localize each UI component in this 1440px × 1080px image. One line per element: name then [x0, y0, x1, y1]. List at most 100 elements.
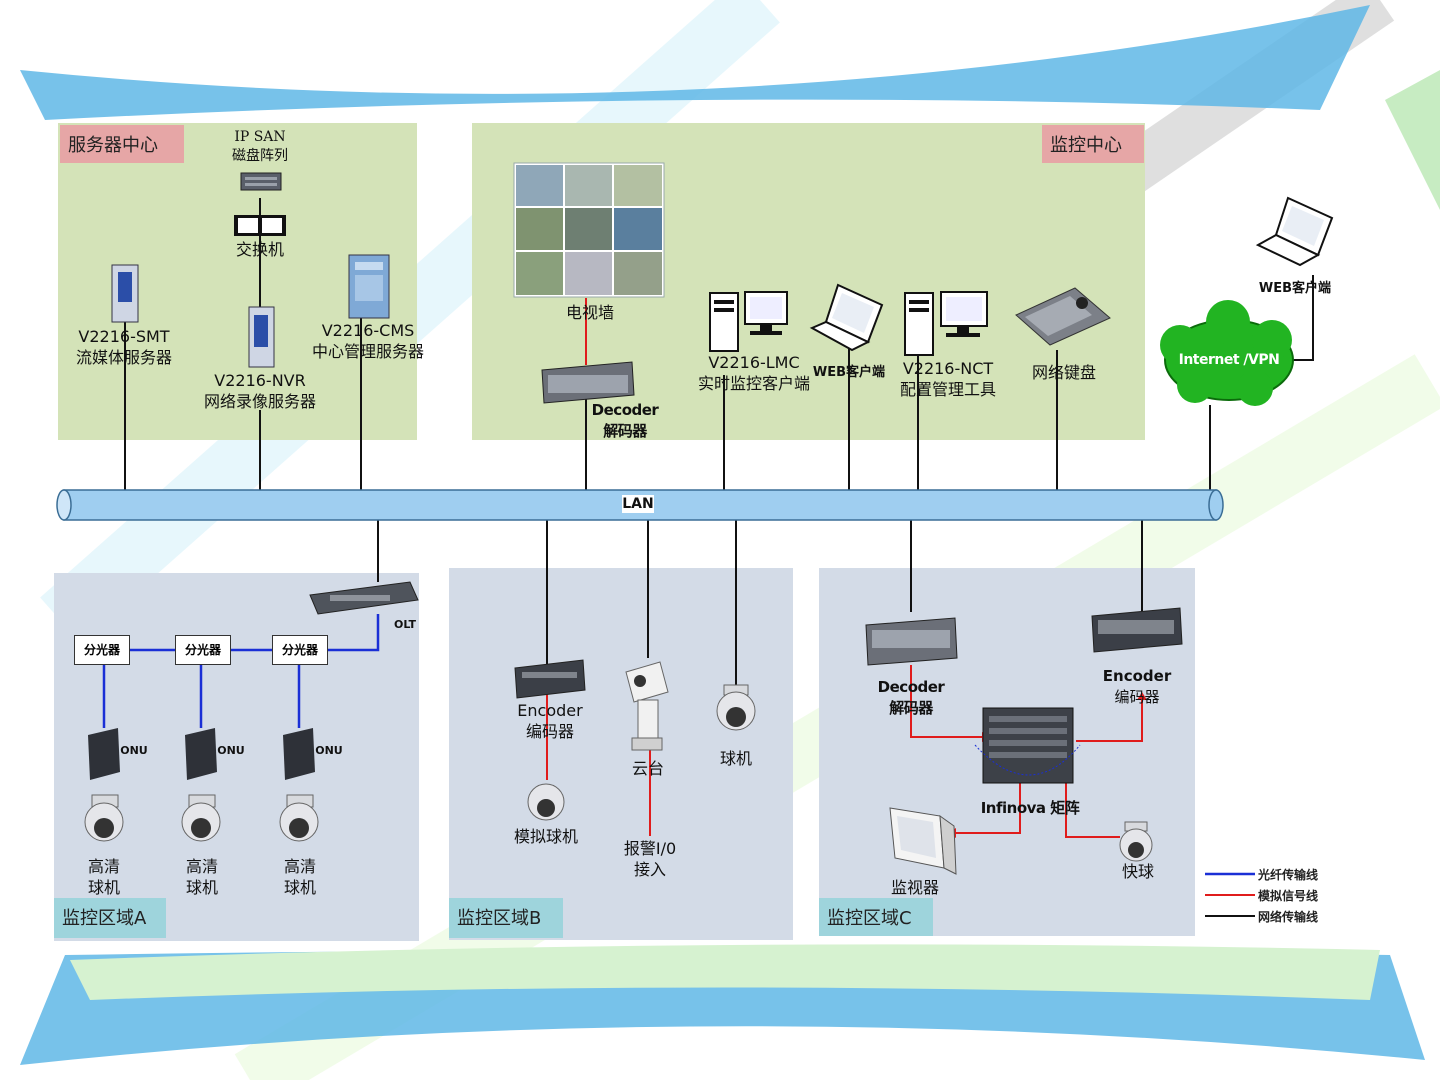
- ip-san-label-line1: IP SAN: [234, 129, 286, 145]
- ip-san-label-line2: 磁盘阵列: [232, 148, 288, 164]
- fiber-links: [102, 614, 1255, 876]
- nvr-model: V2216-NVR: [214, 371, 306, 390]
- hd-camera-label-3: 高清 球机: [270, 856, 330, 898]
- olt-label: OLT: [393, 618, 417, 631]
- nvr-desc: 网络录像服务器: [203, 392, 316, 411]
- area-a-title: 监控区域A: [54, 898, 166, 938]
- matrix-label: Infinova 矩阵: [980, 799, 1080, 817]
- area-b-title: 监控区域B: [449, 898, 563, 938]
- splitter-1: 分光器: [74, 635, 130, 665]
- switch-label: 交换机: [235, 240, 284, 259]
- area-c-title: 监控区域C: [819, 898, 933, 936]
- nct-label: V2216-NCT 配置管理工具: [890, 358, 1006, 400]
- alarm-io-line2: 接入: [633, 860, 666, 879]
- decoder-c-cn: 解码器: [889, 699, 933, 717]
- analog-dome-label: 模拟球机: [513, 827, 578, 846]
- onu-label-3: ONU: [315, 744, 343, 757]
- ip-san-icon: [240, 172, 282, 191]
- hd-camera-3-line1: 高清: [283, 857, 316, 876]
- onu-icon: [88, 728, 315, 780]
- decoder-label-cn: 解码器: [603, 422, 647, 440]
- encoder-c-label: Encoder 编码器: [1094, 666, 1180, 708]
- splitter-3: 分光器: [272, 635, 328, 665]
- nct-model: V2216-NCT: [902, 359, 994, 378]
- legend-analog: 模拟信号线: [1258, 889, 1319, 903]
- speed-dome-icon: [1119, 821, 1153, 862]
- lmc-label: V2216-LMC 实时监控客户端: [690, 352, 818, 394]
- dome-camera-b-icon: [716, 684, 756, 731]
- onu-label-1: ONU: [120, 744, 148, 757]
- ip-san-label: IP SAN 磁盘阵列: [215, 128, 305, 166]
- decoder-rack-icon: [541, 361, 635, 404]
- cms-model: V2216-CMS: [321, 321, 415, 340]
- switch-icon: [234, 215, 286, 236]
- frame-right: [1385, 70, 1440, 210]
- hd-camera-1-line2: 球机: [87, 878, 120, 897]
- web-client-label: WEB客户端: [812, 365, 886, 380]
- lmc-desc: 实时监控客户端: [697, 374, 810, 393]
- cms-server-icon: [348, 254, 390, 319]
- alarm-io-label: 报警I/0 接入: [612, 838, 688, 880]
- legend-network: 网络传输线: [1258, 910, 1319, 924]
- smt-server-icon: [111, 264, 139, 323]
- decoder-c-en: Decoder: [877, 678, 945, 696]
- hd-camera-1-line1: 高清: [87, 857, 120, 876]
- lan-bus: [56, 489, 1224, 521]
- speed-dome-label: 快球: [1121, 862, 1154, 881]
- crt-monitor-label: 监视器: [890, 878, 939, 897]
- decoder-c-icon: [865, 617, 958, 666]
- smt-model: V2216-SMT: [78, 327, 170, 346]
- smt-label: V2216-SMT 流媒体服务器: [66, 326, 182, 368]
- cms-desc: 中心管理服务器: [311, 342, 424, 361]
- onu-label-2: ONU: [217, 744, 245, 757]
- nvr-label: V2216-NVR 网络录像服务器: [200, 370, 320, 412]
- hd-camera-label-1: 高清 球机: [74, 856, 134, 898]
- encoder-c-en: Encoder: [1102, 667, 1172, 685]
- nct-workstation-icon: [904, 291, 988, 356]
- hd-dome-camera-icon: [84, 794, 319, 842]
- frame-top: [20, 5, 1370, 120]
- monitor-center-title: 监控中心: [1042, 125, 1144, 163]
- encoder-b-label: Encoder 编码器: [510, 700, 590, 742]
- crt-monitor-icon: [889, 807, 957, 875]
- legend-fiber: 光纤传输线: [1258, 868, 1319, 882]
- alarm-io-line1: 报警I/0: [623, 839, 677, 858]
- remote-laptop-icon: [1255, 196, 1334, 267]
- encoder-c-icon: [1091, 607, 1183, 653]
- splitter-2: 分光器: [175, 635, 231, 665]
- encoder-b-en: Encoder: [517, 701, 583, 720]
- smt-desc: 流媒体服务器: [75, 348, 172, 367]
- ptz-camera-icon: [625, 661, 669, 751]
- lan-label: LAN: [622, 496, 654, 512]
- network-keyboard-icon: [1015, 287, 1111, 346]
- internet-cloud-icon: [1160, 300, 1294, 406]
- analog-dome-icon: [527, 783, 565, 821]
- hd-camera-2-line1: 高清: [185, 857, 218, 876]
- dome-b-label: 球机: [719, 749, 752, 768]
- nvr-server-icon: [248, 306, 275, 368]
- nct-desc: 配置管理工具: [899, 380, 996, 399]
- analog-links: [546, 298, 1255, 896]
- decoder-c-label: Decoder 解码器: [868, 677, 954, 719]
- internet-cloud-label: Internet /VPN: [1178, 352, 1280, 368]
- network-links: [124, 198, 1314, 685]
- matrix-icon: [974, 707, 1081, 784]
- lmc-model: V2216-LMC: [708, 353, 800, 372]
- hd-camera-3-line2: 球机: [283, 878, 316, 897]
- encoder-c-cn: 编码器: [1114, 688, 1160, 706]
- cms-label: V2216-CMS 中心管理服务器: [308, 320, 428, 362]
- video-wall-icon: [513, 162, 665, 298]
- decoder-label-en: Decoder: [591, 401, 659, 419]
- keyboard-label: 网络键盘: [1031, 363, 1096, 382]
- server-center-title: 服务器中心: [60, 125, 184, 163]
- remote-client-label: WEB客户端: [1258, 281, 1332, 296]
- lmc-workstation-icon: [709, 291, 788, 352]
- video-wall-label: 电视墙: [565, 303, 614, 322]
- encoder-b-icon: [514, 659, 586, 699]
- encoder-b-cn: 编码器: [525, 722, 574, 741]
- ptz-label: 云台: [631, 759, 664, 778]
- hd-camera-label-2: 高清 球机: [172, 856, 232, 898]
- web-client-laptop-icon: [809, 283, 884, 352]
- hd-camera-2-line2: 球机: [185, 878, 218, 897]
